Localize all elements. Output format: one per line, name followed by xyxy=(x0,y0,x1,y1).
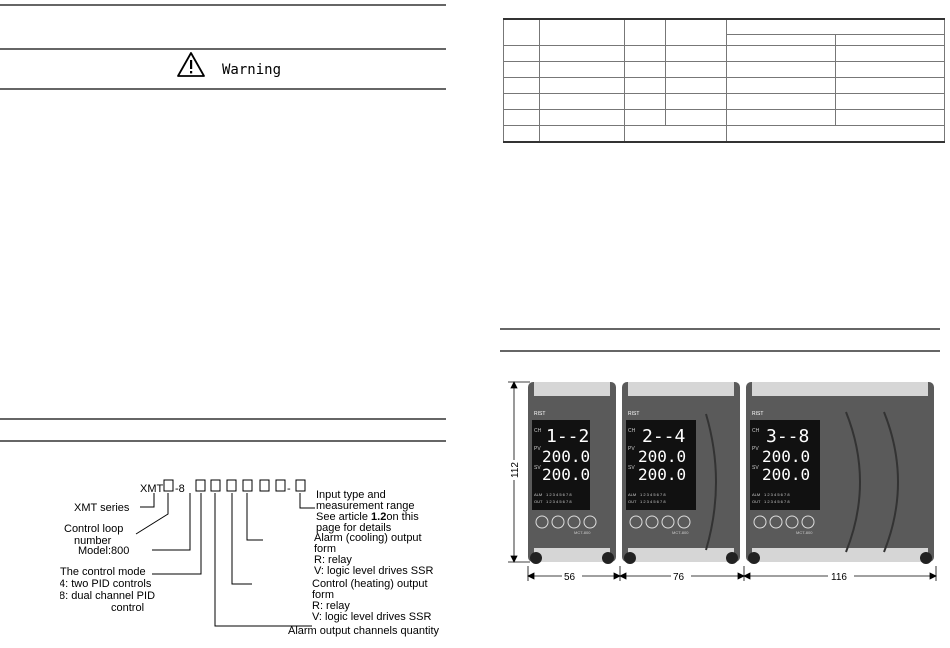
table-cell xyxy=(539,18,625,46)
ch-display: 3--8 xyxy=(766,426,809,447)
model-code-diagram: XMT -8 - XMT series Control loop number … xyxy=(60,479,440,637)
sv-label: SV xyxy=(534,465,541,471)
model-code-prefix: XMT xyxy=(140,483,164,495)
sv-display: 200.0 xyxy=(638,465,686,484)
ch-display: 2--4 xyxy=(642,426,685,447)
label-ctrl-4: V: logic level drives SSR xyxy=(312,611,431,623)
out-label: OUT xyxy=(534,499,543,504)
label-alarm-3: R: relay xyxy=(314,554,352,566)
alm-label: ALM xyxy=(534,492,542,497)
label-ctrl-2: form xyxy=(312,589,334,601)
channel-numbers: 1 2 3 4 5 6 7 8 xyxy=(546,499,572,504)
label-alarm-2: form xyxy=(314,543,336,555)
sv-label: SV xyxy=(752,465,759,471)
label-ctrl-3: R: relay xyxy=(312,600,350,612)
label-alarm-1: Alarm (cooling) output xyxy=(314,532,422,544)
device-unit-3: RIST CH PV SV ALM OUT 1 2 3 4 5 6 7 8 1 … xyxy=(746,382,934,564)
channel-numbers: 1 2 3 4 5 6 7 8 xyxy=(640,492,666,497)
sv-display: 200.0 xyxy=(762,465,810,484)
rule-dim-bottom xyxy=(500,350,940,352)
pv-display: 200.0 xyxy=(542,447,590,466)
rule-dim-top xyxy=(500,328,940,330)
label-loop-2: number xyxy=(74,535,112,547)
rule-top-left-1 xyxy=(0,4,446,6)
ch-display: 1--2 xyxy=(546,426,589,447)
table-cell xyxy=(665,18,727,46)
pv-display: 200.0 xyxy=(762,447,810,466)
alm-label: ALM xyxy=(628,492,636,497)
label-mode-1: The control mode xyxy=(60,566,146,578)
label-input-2: measurement range xyxy=(316,500,414,512)
brand-label: RIST xyxy=(752,411,763,417)
table-cell xyxy=(835,34,945,46)
table-row xyxy=(503,125,945,143)
label-series: XMT series xyxy=(74,502,130,514)
model-code-dash: - xyxy=(287,483,291,495)
label-alarm-4: V: logic level drives SSR xyxy=(314,565,433,577)
dim-width-2: 76 xyxy=(673,572,685,583)
label-ctrl-1: Control (heating) output xyxy=(312,578,428,590)
model-name: MCT-800 xyxy=(574,530,591,535)
out-label: OUT xyxy=(628,499,637,504)
table-cell xyxy=(503,18,540,46)
sv-display: 200.0 xyxy=(542,465,590,484)
table-row xyxy=(503,77,945,94)
dim-width-3: 116 xyxy=(831,572,847,583)
model-code-mid: -8 xyxy=(175,483,185,495)
table-row xyxy=(503,93,945,110)
channel-numbers: 1 2 3 4 5 6 7 8 xyxy=(546,492,572,497)
pv-display: 200.0 xyxy=(638,447,686,466)
ch-label: CH xyxy=(534,428,542,434)
warning-triangle-icon xyxy=(177,52,205,77)
sv-label: SV xyxy=(628,465,635,471)
label-alarm-qty: Alarm output channels quantity xyxy=(288,625,440,637)
channel-numbers: 1 2 3 4 5 6 7 8 xyxy=(640,499,666,504)
device-dimensions-figure: RIST CH PV SV ALM OUT 1 2 3 4 5 6 7 8 1 … xyxy=(508,381,937,583)
table-row xyxy=(503,61,945,78)
label-mode-4: control xyxy=(111,602,144,614)
table-row xyxy=(503,45,945,62)
channel-numbers: 1 2 3 4 5 6 7 8 xyxy=(764,499,790,504)
brand-label: RIST xyxy=(628,411,639,417)
warning-label: Warning xyxy=(222,62,282,78)
rule-model-bottom xyxy=(0,440,446,442)
pv-label: PV xyxy=(534,446,541,452)
table-cell xyxy=(726,18,945,35)
label-input-4: page for details xyxy=(316,522,392,534)
rule-top-left-2 xyxy=(0,48,446,50)
rule-model-top xyxy=(0,418,446,420)
out-label: OUT xyxy=(752,499,761,504)
table-cell xyxy=(726,34,836,46)
device-unit-2: RIST CH PV SV ALM OUT 1 2 3 4 5 6 7 8 1 … xyxy=(622,382,740,564)
ch-label: CH xyxy=(752,428,760,434)
device-unit-1: RIST CH PV SV ALM OUT 1 2 3 4 5 6 7 8 1 … xyxy=(528,382,616,564)
label-mode-3: 8: dual channel PID xyxy=(60,590,155,602)
spec-table xyxy=(503,18,945,143)
dim-width-1: 56 xyxy=(564,572,576,583)
brand-label: RIST xyxy=(534,411,545,417)
channel-numbers: 1 2 3 4 5 6 7 8 xyxy=(764,492,790,497)
pv-label: PV xyxy=(752,446,759,452)
warning-banner: Warning xyxy=(0,51,446,87)
alm-label: ALM xyxy=(752,492,760,497)
label-mode-2: 4: two PID controls xyxy=(60,578,152,590)
label-loop-1: Control loop xyxy=(64,523,123,535)
label-model: Model:800 xyxy=(78,545,129,557)
label-input-1: Input type and xyxy=(316,489,386,501)
model-name: MCT-800 xyxy=(796,530,813,535)
rule-warning-bottom xyxy=(0,88,446,90)
table-cell xyxy=(624,18,666,46)
dim-height: 112 xyxy=(510,462,521,478)
table-row xyxy=(503,109,945,126)
model-name: MCT-800 xyxy=(672,530,689,535)
label-input-3: See article 1.2on this xyxy=(316,511,419,523)
pv-label: PV xyxy=(628,446,635,452)
ch-label: CH xyxy=(628,428,636,434)
